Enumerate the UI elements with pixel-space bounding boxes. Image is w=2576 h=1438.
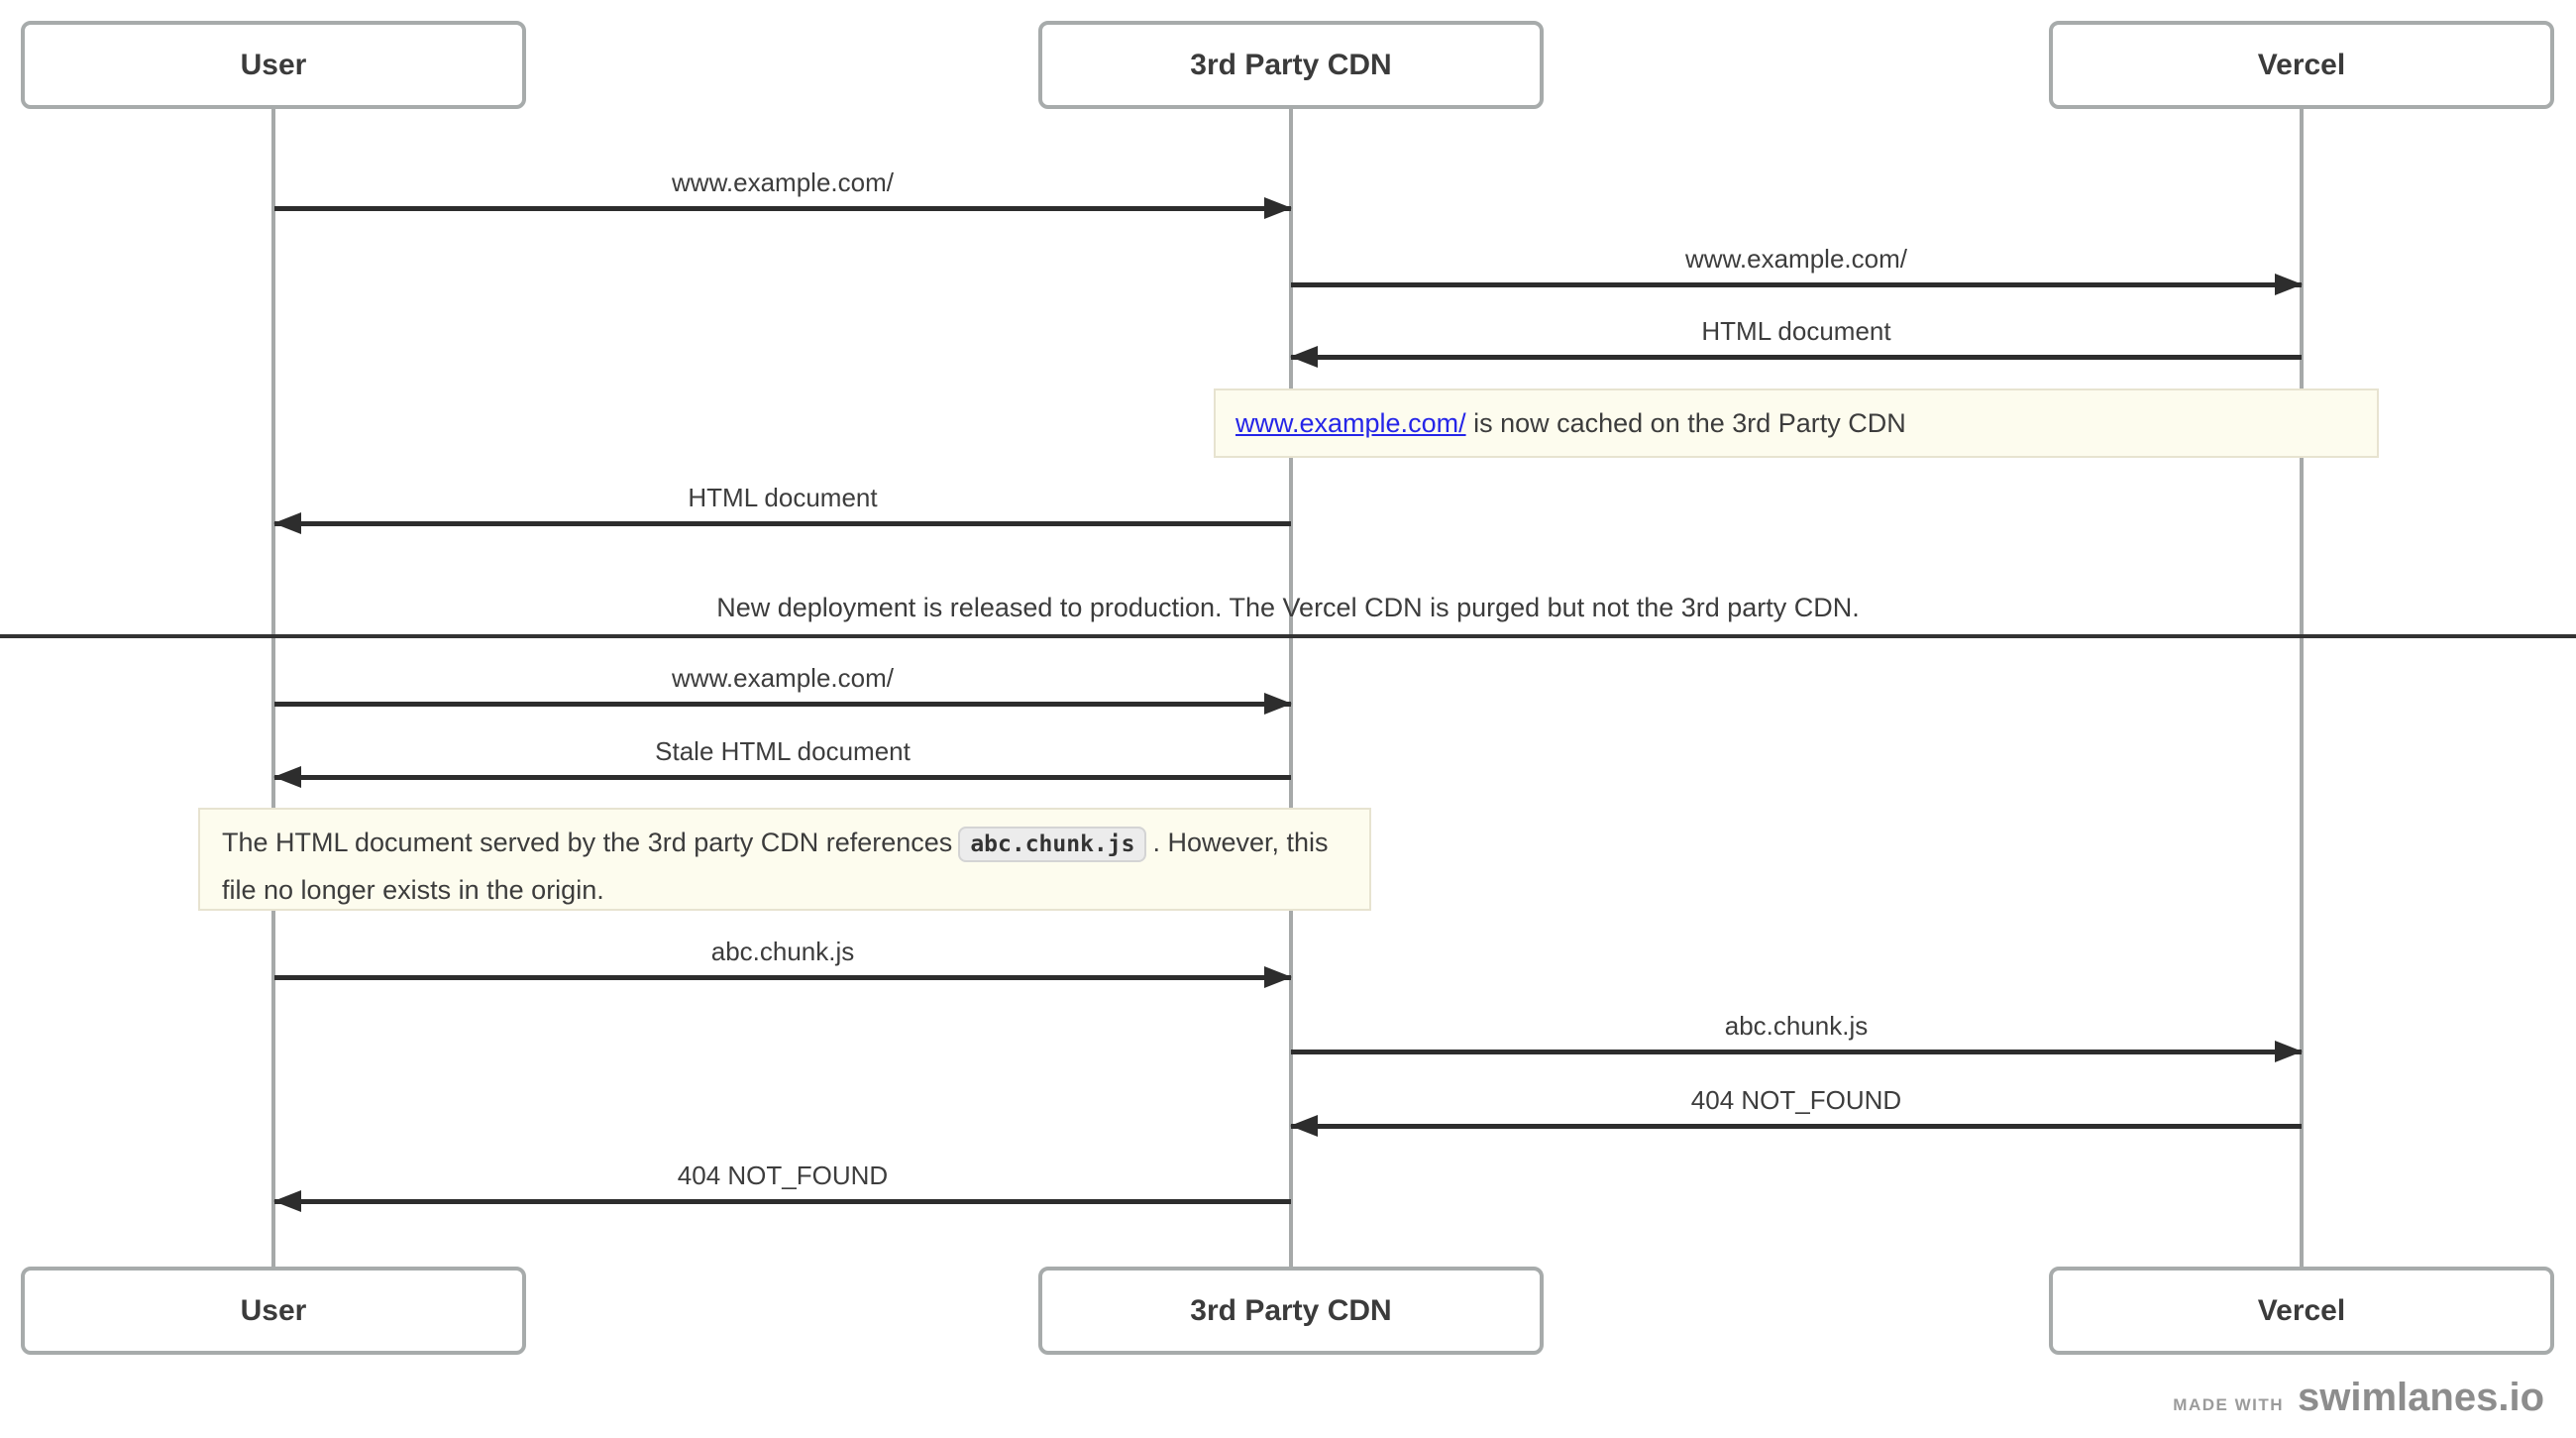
arrowhead-icon (273, 512, 301, 534)
note-text-rest: is now cached on the 3rd Party CDN (1465, 407, 1906, 438)
actor-label: Vercel (2257, 1293, 2346, 1327)
arrow-line (1291, 1050, 2302, 1054)
arrowhead-icon (273, 766, 301, 788)
note-stale-reference: The HTML document served by the 3rd part… (198, 808, 1371, 911)
arrow-line (274, 521, 1291, 526)
actor-box-vercel-bottom: Vercel (2049, 1267, 2554, 1355)
divider-line (0, 634, 2576, 638)
arrowhead-icon (2275, 1041, 2303, 1062)
lifeline-vercel (2300, 107, 2304, 1267)
message-label: HTML document (688, 483, 878, 512)
arrow-line (274, 206, 1291, 211)
message-label: 404 NOT_FOUND (677, 1161, 889, 1190)
actor-box-user-top: User (21, 21, 526, 109)
message-label: HTML document (1701, 316, 1891, 346)
arrowhead-icon (1264, 693, 1292, 715)
note-text-after: . However, this file no longer exists in… (222, 828, 1329, 905)
lifeline-cdn (1289, 107, 1293, 1267)
message-label: www.example.com/ (672, 663, 894, 693)
arrowhead-icon (273, 1190, 301, 1212)
lifeline-user (271, 107, 275, 1267)
arrowhead-icon (1264, 197, 1292, 219)
actor-label: 3rd Party CDN (1190, 1293, 1392, 1327)
message-label: Stale HTML document (655, 736, 911, 766)
code-chip: abc.chunk.js (958, 827, 1147, 862)
message-label: www.example.com/ (672, 167, 894, 197)
actor-label: 3rd Party CDN (1190, 48, 1392, 81)
arrow-line (274, 975, 1291, 980)
message-label: abc.chunk.js (1724, 1011, 1869, 1041)
arrow-line (274, 702, 1291, 707)
note-text: www.example.com/ is now cached on the 3r… (1235, 408, 1906, 439)
actor-box-cdn-bottom: 3rd Party CDN (1038, 1267, 1544, 1355)
arrowhead-icon (1290, 346, 1318, 368)
actor-box-vercel-top: Vercel (2049, 21, 2554, 109)
message-label: 404 NOT_FOUND (1690, 1085, 1902, 1115)
arrow-line (274, 1199, 1291, 1204)
actor-label: User (240, 1293, 307, 1327)
actor-label: Vercel (2257, 48, 2346, 81)
arrowhead-icon (1290, 1115, 1318, 1137)
message-label: abc.chunk.js (710, 937, 855, 966)
actor-box-user-bottom: User (21, 1267, 526, 1355)
made-with-label: MADE WITH (2173, 1395, 2285, 1414)
note-text-before: The HTML document served by the 3rd part… (222, 828, 953, 857)
arrowhead-icon (1264, 966, 1292, 988)
message-label: www.example.com/ (1685, 244, 1907, 274)
arrow-line (1291, 1124, 2302, 1129)
note-cached-on-cdn: www.example.com/ is now cached on the 3r… (1214, 388, 2379, 458)
divider-text: New deployment is released to production… (716, 593, 1860, 622)
note-link[interactable]: www.example.com/ (1235, 407, 1466, 438)
actor-box-cdn-top: 3rd Party CDN (1038, 21, 1544, 109)
arrowhead-icon (2275, 274, 2303, 295)
footer: MADE WITH swimlanes.io (2173, 1376, 2544, 1420)
swimlanes-brand-link[interactable]: swimlanes.io (2298, 1376, 2544, 1419)
arrow-line (274, 775, 1291, 780)
arrow-line (1291, 282, 2302, 287)
arrow-line (1291, 355, 2302, 360)
actor-label: User (240, 48, 307, 81)
